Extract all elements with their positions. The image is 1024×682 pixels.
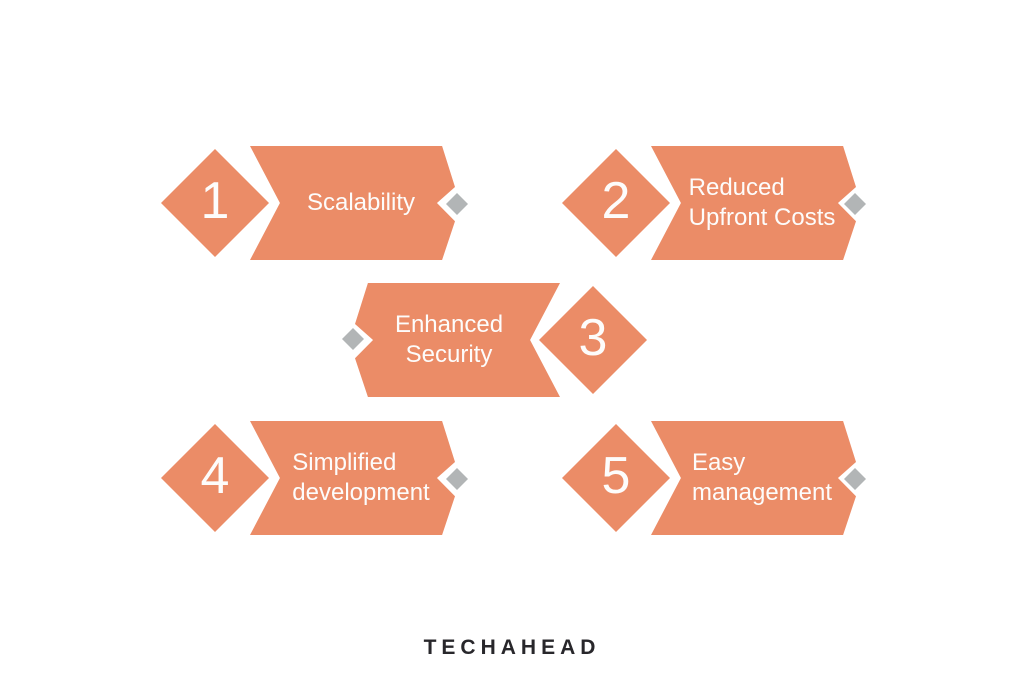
step-3-banner: Enhanced Security — [355, 283, 560, 397]
step-4-number: 4 — [200, 447, 230, 505]
step-2-label-line1: Reduced — [688, 174, 785, 201]
step-1-banner: Scalability — [250, 146, 455, 260]
step-2-label: Reduced Upfront Costs — [689, 173, 836, 233]
step-5-number-diamond: 5 — [562, 424, 670, 532]
step-4-number-diamond: 4 — [161, 424, 269, 532]
step-3-label-line1: Enhanced — [394, 311, 504, 338]
connector-diamond-icon — [844, 193, 866, 215]
step-2-number-diamond: 2 — [562, 149, 670, 257]
step-4-label-line2: development — [292, 479, 430, 506]
step-5-banner: Easy management — [651, 421, 856, 535]
step-3-number-diamond: 3 — [539, 286, 647, 394]
connector-diamond-icon — [446, 468, 468, 490]
step-1-label-line1: Scalability — [306, 189, 416, 216]
techahead-logo: TECHAHEAD — [423, 636, 601, 659]
step-1-number-diamond: 1 — [161, 149, 269, 257]
step-5-number: 5 — [601, 447, 631, 505]
step-5-label-line2: management — [691, 479, 833, 506]
step-2-label-line2: Upfront Costs — [688, 204, 836, 231]
connector-diamond-icon — [446, 193, 468, 215]
connector-diamond-icon — [342, 328, 364, 350]
step-1-label: Scalability — [307, 188, 415, 218]
step-5-label-line1: Easy — [691, 449, 746, 476]
step-4-label-line1: Simplified — [292, 449, 397, 476]
step-4-banner: Simplified development — [250, 421, 455, 535]
step-3-label-line2: Security — [405, 341, 493, 368]
step-2-banner: Reduced Upfront Costs — [651, 146, 856, 260]
step-5-label: Easy management — [692, 448, 832, 508]
step-2-number: 2 — [601, 172, 631, 230]
step-1-number: 1 — [200, 172, 230, 230]
connector-diamond-icon — [844, 468, 866, 490]
step-4-label: Simplified development — [292, 448, 429, 508]
step-3-number: 3 — [578, 309, 608, 367]
step-3-label: Enhanced Security — [395, 310, 503, 370]
